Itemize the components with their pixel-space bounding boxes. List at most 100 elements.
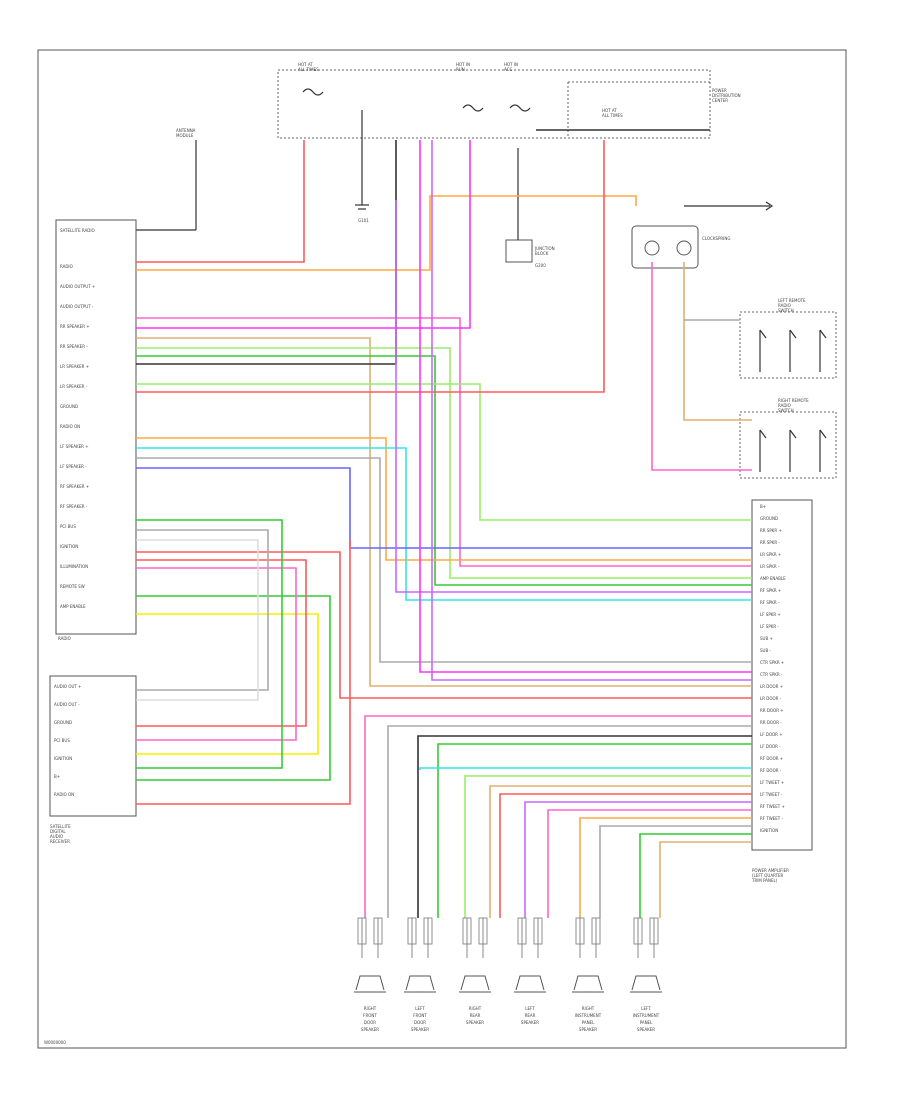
- clockspring-box: [631, 225, 699, 269]
- footer-code: W0000000: [44, 1040, 66, 1045]
- wire-tan: [659, 841, 752, 918]
- wire-blue: [136, 467, 752, 549]
- speaker-label: REAR: [525, 1013, 536, 1018]
- wire-red: [136, 551, 752, 699]
- fuse-2-symbol: [462, 104, 484, 112]
- wire-pink: [136, 317, 752, 567]
- clockspring-circle-1: [644, 240, 660, 256]
- wire-red: [136, 559, 307, 727]
- junction-block: JUNCTION BLOCK G200: [505, 148, 555, 268]
- amp-pin-label: GROUND: [760, 516, 778, 521]
- wire-tan: [489, 785, 752, 918]
- amp-caption-1: POWER AMPLIFIER: [752, 868, 789, 873]
- wire-green: [639, 833, 752, 918]
- speaker-label: SPEAKER: [411, 1027, 429, 1032]
- amp-pin-label: RF TWEET +: [760, 804, 785, 809]
- pdc-label-1: POWER: [712, 88, 727, 93]
- speaker-label: PANEL: [582, 1020, 595, 1025]
- fuse-4: HOT AT ALL TIMES: [602, 108, 623, 118]
- speaker-label: DOOR: [364, 1020, 376, 1025]
- wire-magenta: [419, 140, 752, 673]
- power-distribution-area: HOT AT ALL TIMES HOT IN RUN HOT IN ACC H…: [277, 62, 741, 139]
- amp-pin-label: LF SPKR +: [760, 612, 781, 617]
- sat-pin-label: AUDIO OUT -: [54, 702, 80, 707]
- antenna-label-2: MODULE: [176, 133, 194, 138]
- amp-pin-label: LF TWEET -: [760, 792, 783, 797]
- amp-pin-label: RR DOOR -: [760, 720, 782, 725]
- sat-pin-label: PCI BUS: [54, 738, 70, 743]
- radio-pin-label: LF SPEAKER +: [60, 444, 89, 449]
- amp-pin-label: LR SPKR -: [760, 564, 780, 569]
- clockspring-arrow: [765, 201, 774, 211]
- amp-pin-label: SUB -: [760, 648, 771, 653]
- junction-block-label-2: BLOCK: [535, 251, 549, 256]
- wire-harness: [136, 129, 752, 918]
- speaker-label: LEFT: [525, 1006, 535, 1011]
- wire-violet: [395, 200, 752, 593]
- sat-pin-label: AUDIO OUT +: [54, 684, 82, 689]
- amp-pin-label: RR SPKR +: [760, 528, 782, 533]
- left-remote-box: [739, 311, 837, 379]
- radio-top-label: SATELLITE RADIO: [60, 228, 95, 233]
- wire-black: [136, 140, 397, 365]
- sat-pin-label: GROUND: [54, 720, 72, 725]
- wire-gray: [136, 529, 269, 691]
- sat-caption-2: DIGITAL: [50, 829, 66, 834]
- right-remote-contacts: [759, 429, 827, 439]
- fuse-3-label-1: HOT IN: [504, 62, 518, 67]
- wire-cyan: [136, 447, 752, 601]
- fuse-2-label-1: HOT IN: [456, 62, 470, 67]
- left-remote-label-2: RADIO: [778, 303, 791, 308]
- speaker-label: LEFT: [641, 1006, 651, 1011]
- wire-gray: [136, 457, 752, 663]
- radio-pin-label: RADIO ON: [60, 424, 80, 429]
- amp-pin-label: AMP ENABLE: [760, 576, 786, 581]
- speaker-connector-neg: [373, 917, 383, 945]
- speaker-connector-neg: [591, 917, 601, 945]
- amp-pin-label: CTR SPKR +: [760, 660, 784, 665]
- antenna-module: ANTENNA MODULE: [136, 128, 197, 231]
- speaker-connector-neg: [649, 917, 659, 945]
- amp-pin-label: LF TWEET +: [760, 780, 784, 785]
- sat-pin-label: IGNITION: [54, 756, 72, 761]
- wire-green: [136, 519, 283, 769]
- amp-pin-label: B+: [760, 504, 766, 509]
- fuse-4-label-2: ALL TIMES: [602, 113, 623, 118]
- amp-pin-label: RR DOOR +: [760, 708, 784, 713]
- speaker-cone: [573, 975, 603, 991]
- radio-pin-label: PCI BUS: [60, 524, 76, 529]
- power-distribution-label: POWER DISTRIBUTION CENTER: [712, 88, 741, 103]
- radio-pin-label: ILLUMINATION: [60, 564, 88, 569]
- amp-pin-label: SUB +: [760, 636, 773, 641]
- right-remote-label-2: RADIO: [778, 403, 791, 408]
- junction-block-box: [505, 239, 533, 263]
- ground-g101-label: G101: [358, 218, 369, 223]
- wire-gray: [387, 725, 752, 918]
- left-remote-switch: LEFT REMOTE RADIO SWITCH: [739, 298, 837, 379]
- right-remote-label-1: RIGHT REMOTE: [778, 398, 809, 403]
- fuse-1-symbol: [302, 88, 324, 96]
- fuse-2: HOT IN RUN: [456, 62, 484, 112]
- amp-pin-label: RF DOOR +: [760, 756, 783, 761]
- radio-pin-label: GROUND: [60, 404, 78, 409]
- speaker-label: RIGHT: [469, 1006, 482, 1011]
- speaker-label: SPEAKER: [637, 1027, 655, 1032]
- speaker-label: SPEAKER: [521, 1020, 539, 1025]
- wire-red: [499, 793, 752, 918]
- fuse-3-symbol: [509, 104, 531, 112]
- sat-caption-1: SATELLITE: [50, 824, 71, 829]
- speaker-connector-neg: [533, 917, 543, 945]
- right-remote-box: [739, 411, 837, 479]
- wire-gray: [599, 825, 752, 918]
- speaker-cone: [515, 975, 545, 991]
- radio-pin-label: LR SPEAKER +: [60, 364, 89, 369]
- left-remote-contacts: [759, 329, 827, 339]
- power-distribution-box: [277, 69, 711, 139]
- wire-lightgreen: [464, 775, 752, 918]
- left-remote-label-3: SWITCH: [778, 308, 794, 313]
